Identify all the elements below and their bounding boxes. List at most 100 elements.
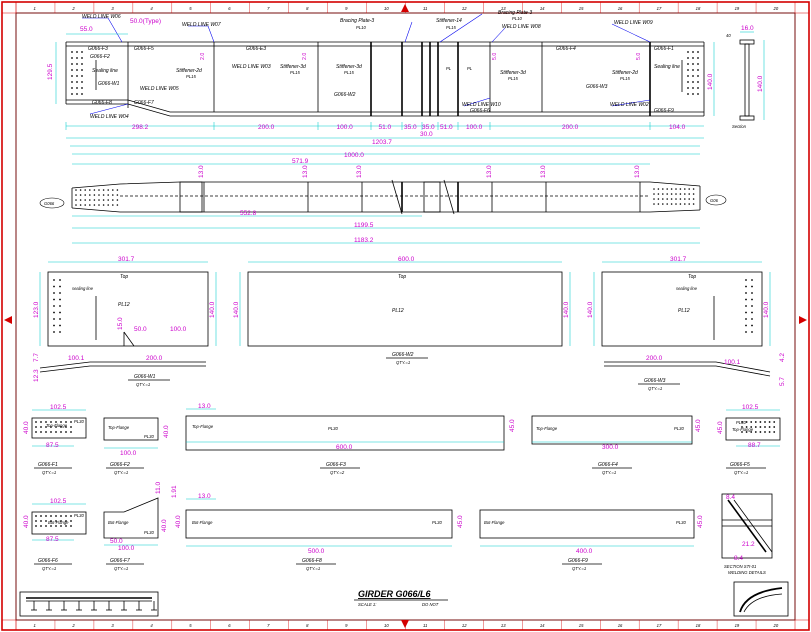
bolt-hole xyxy=(76,87,78,89)
bolt-hole xyxy=(45,421,47,423)
seg-dim-label: 51.0 xyxy=(440,124,453,131)
bolt-hole xyxy=(76,93,78,95)
plan-bolt-hole xyxy=(79,204,82,206)
bolt-hole xyxy=(45,515,47,517)
w1-d100: 100.0 xyxy=(170,326,187,333)
label-pl-mid: PL xyxy=(446,66,452,71)
bolt-hole xyxy=(53,292,55,294)
f8-label: Bot-Flange xyxy=(192,520,213,525)
f1-plate: PL30 xyxy=(74,419,84,424)
seg-dim-label: 35.0 xyxy=(422,124,435,131)
plan-bolt-hole xyxy=(684,203,686,205)
flange-f9: Bot-Flange PL30 400.0 45.0 G066-F9 QTY.=… xyxy=(479,509,704,571)
plan-bolt-hole xyxy=(653,188,655,190)
f8-qty: QTY.=1 xyxy=(306,566,320,571)
f6-caption: G066-F6 xyxy=(38,558,58,564)
plan-bolt-hole xyxy=(98,204,100,206)
label-g066-f2: G066-F2 xyxy=(90,54,110,60)
label-stiff-5: Stiffener-2d xyxy=(612,70,638,76)
plan-bolt-hole xyxy=(675,193,677,195)
bolt-hole xyxy=(692,63,694,65)
plan-bolt-hole xyxy=(79,199,82,201)
bolt-hole xyxy=(65,525,67,527)
w1-top: Top xyxy=(120,274,128,280)
bolt-hole xyxy=(76,51,78,53)
bolt-hole xyxy=(76,57,78,59)
plan-bolt-hole xyxy=(107,189,109,191)
bolt-hole xyxy=(71,75,73,77)
f6-h: 40.0 xyxy=(23,515,30,528)
grid-label-bottom: 9 xyxy=(345,623,348,628)
label-stiff-1b: PL15 xyxy=(186,74,196,79)
label-bracing-2: Bracing Plate-3 xyxy=(498,10,532,16)
plan-bolt-hole xyxy=(670,203,673,205)
f1-caption: G066-F1 xyxy=(38,462,58,468)
grid-label-top: 5 xyxy=(189,6,192,11)
seg-dim-label: 104.0 xyxy=(669,124,686,131)
f3-qty: QTY.=2 xyxy=(330,470,345,475)
bolt-hole xyxy=(745,298,747,301)
bolt-hole xyxy=(45,431,47,433)
grid-label-bottom: 17 xyxy=(657,623,662,628)
bolt-hole xyxy=(59,331,61,333)
f6-w: 102.5 xyxy=(50,498,67,505)
bolt-hole xyxy=(745,324,747,327)
bolt-hole xyxy=(687,63,689,65)
bolt-hole xyxy=(687,57,689,59)
grid-label-top: 6 xyxy=(228,6,231,11)
grid-label-top: 12 xyxy=(462,6,467,11)
bolt-hole xyxy=(692,69,694,71)
label-stiff-4: Stiffener-3d xyxy=(500,70,526,76)
detail-caption: SECTION STI-01 xyxy=(724,564,756,569)
grid-label-top: 18 xyxy=(696,6,701,11)
f7-b: 11.0 xyxy=(155,481,162,494)
bolt-hole xyxy=(768,421,771,423)
bolt-hole xyxy=(70,515,72,517)
w3-caption: G066-W3 xyxy=(644,378,666,384)
bolt-hole xyxy=(55,520,57,522)
plan-space-label: 13.0 xyxy=(356,165,363,178)
label-stiffener-14: Stiffener-14 xyxy=(436,18,462,24)
plan-bolt-hole xyxy=(89,194,91,196)
dim-sec-h: 140.0 xyxy=(757,75,764,92)
bolt-hole xyxy=(745,305,747,307)
label-stiff-2b: PL15 xyxy=(290,70,300,75)
bolt-hole xyxy=(45,525,47,527)
bolt-hole xyxy=(65,520,67,522)
bolt-hole xyxy=(71,51,73,53)
bolt-hole xyxy=(71,57,73,59)
f2-label: Top-Flange xyxy=(108,425,130,430)
grid-label-bottom: 2 xyxy=(71,623,75,628)
plan-bolt-hole xyxy=(653,193,655,195)
bolt-hole xyxy=(692,93,694,95)
bolt-hole xyxy=(751,305,753,307)
bolt-hole xyxy=(70,520,72,522)
bolt-hole xyxy=(768,426,771,428)
grid-label-bottom: 1 xyxy=(33,623,35,628)
bolt-hole xyxy=(76,81,78,83)
plan-bolt-hole xyxy=(679,203,682,205)
detail-c: 8.4 xyxy=(734,555,743,562)
w2-top: Top xyxy=(398,274,406,280)
plan-bolt-hole xyxy=(75,199,77,201)
bolt-hole xyxy=(45,520,47,522)
bolt-hole xyxy=(764,426,766,428)
f5-b: 88.7 xyxy=(748,442,761,449)
f6-qty: QTY.=1 xyxy=(42,566,56,571)
flange-f8: 13.0 Bot-Flange PL30 500.0 40.0 45.0 G06… xyxy=(175,493,464,571)
w2-h2: 140.0 xyxy=(563,301,570,318)
bolt-hole xyxy=(65,431,67,433)
plan-bolt-hole xyxy=(93,204,96,206)
f3-label: Top-Flange xyxy=(192,424,214,429)
w3-h1: 140.0 xyxy=(587,301,594,318)
f9-caption: G066-F9 xyxy=(568,558,588,564)
f3-h: 45.0 xyxy=(509,419,516,432)
bolt-hole xyxy=(697,87,699,89)
label-weld-w02: WELD LINE W02 xyxy=(610,102,649,108)
plan-bolt-hole xyxy=(688,188,690,190)
grid-label-top: 15 xyxy=(579,6,584,11)
seg-dim-label: 35.0 xyxy=(404,124,417,131)
plan-bolt-hole xyxy=(116,199,119,201)
bolt-hole xyxy=(687,69,689,71)
